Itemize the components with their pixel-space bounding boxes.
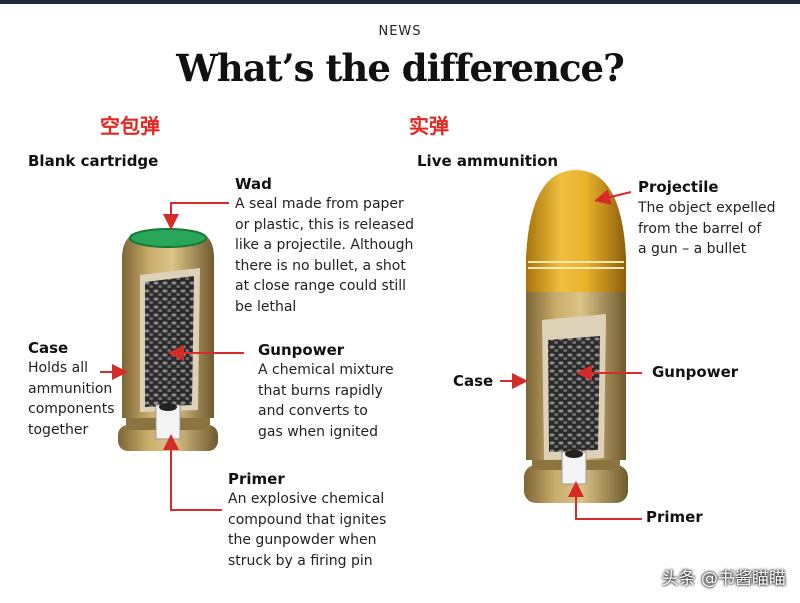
blank-heading: Blank cartridge (28, 152, 159, 170)
gunpowder-line: A chemical mixture (258, 362, 394, 378)
wad-line: or plastic, this is released (235, 216, 414, 233)
primer-line: compound that ignites (228, 511, 387, 528)
primer-arrow-left (163, 434, 222, 511)
wad-line: A seal made from paper (235, 196, 404, 212)
case-line: ammunition (28, 380, 113, 397)
wad-description: A seal made from paper or plastic, this … (235, 194, 414, 317)
primer-title-right: Primer (646, 508, 703, 526)
blank-cn-label: 空包弹 (100, 114, 160, 138)
case-line: Holds all (28, 360, 88, 376)
projectile-description: The object expelled from the barrel of a… (638, 198, 776, 260)
live-heading: Live ammunition (417, 152, 559, 170)
gunpowder-description: A chemical mixture that burns rapidly an… (258, 360, 394, 442)
wad-top (129, 228, 207, 248)
primer-arrow-right (568, 481, 642, 520)
wad-arrow (163, 202, 229, 230)
primer-line: struck by a firing pin (228, 552, 373, 569)
wad-line: be lethal (235, 298, 297, 315)
live-cartridge (524, 170, 628, 503)
page-title: What’s the difference? (176, 46, 625, 90)
wad-title: Wad (235, 175, 272, 193)
section-kicker: NEWS (378, 24, 422, 39)
live-cn-label: 实弹 (409, 114, 449, 138)
wad-line: at close range could still (235, 278, 407, 294)
projectile-line: The object expelled (638, 200, 776, 216)
case-title-left: Case (28, 339, 69, 357)
live-primer-hole (565, 450, 583, 458)
projectile-arrow (594, 189, 632, 205)
case-line: components (28, 401, 115, 417)
case-title-right: Case (453, 372, 494, 390)
gunpowder-title-right: Gunpower (652, 363, 739, 381)
projectile-line: from the barrel of (638, 220, 762, 237)
wad-line: like a projectile. Although (235, 237, 414, 253)
wad-line: there is no bullet, a shot (235, 257, 406, 274)
projectile-line: a gun – a bullet (638, 241, 747, 257)
blank-gunpowder (145, 276, 194, 407)
live-bullet (526, 170, 626, 292)
blank-cartridge (118, 228, 218, 451)
top-bar (0, 0, 800, 4)
gunpowder-title-left: Gunpower (258, 341, 345, 359)
primer-line: the gunpowder when (228, 532, 377, 548)
primer-line: An explosive chemical (228, 491, 385, 507)
gunpowder-line: gas when ignited (258, 423, 378, 440)
primer-title-left: Primer (228, 470, 285, 488)
case-line: together (28, 421, 89, 438)
projectile-title: Projectile (638, 178, 719, 196)
gunpowder-line: and converts to (258, 403, 368, 419)
case-description: Holds all ammunition components together (28, 358, 115, 440)
watermark: 头条 @书酱瞄瞄 (661, 569, 786, 589)
gunpowder-line: that burns rapidly (258, 382, 383, 399)
primer-description: An explosive chemical compound that igni… (228, 489, 386, 571)
blank-primer-hole (159, 403, 177, 411)
live-gunpowder (548, 336, 600, 452)
